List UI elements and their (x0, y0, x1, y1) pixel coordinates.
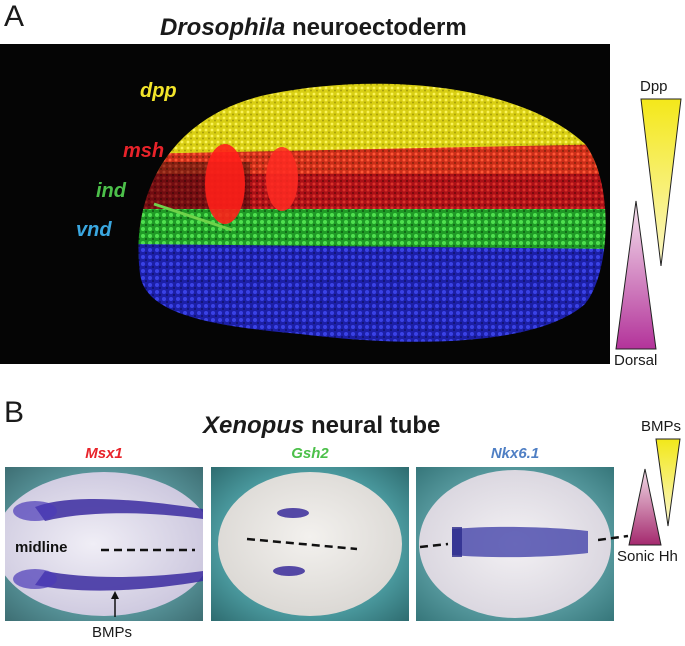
bmps-gradient-triangle (655, 438, 681, 527)
bmps-bottom-label: BMPs (92, 624, 133, 641)
ind-pointer-line (153, 202, 233, 232)
panel-b-title: Xenopus neural tube (203, 412, 440, 440)
dpp-gradient-label: Dpp (640, 78, 668, 95)
gene-label-msh: msh (123, 140, 165, 162)
embryo-gene-label-nkx61: Nkx6.1 (490, 445, 540, 462)
panel-b-letter: B (4, 396, 25, 429)
panel-a-letter: A (4, 0, 25, 33)
panel-a-title-italic: Drosophila (160, 14, 286, 41)
gsh2-stain-top (277, 508, 309, 518)
msh-second-patch (266, 147, 298, 211)
dpp-gradient-triangle (640, 98, 682, 267)
panel-b-title-rest: neural tube (311, 412, 441, 439)
gsh2-midline-dash (246, 537, 358, 551)
embryo-image-msx1 (5, 467, 203, 621)
panel-a-title-rest: neuroectoderm (292, 14, 467, 41)
midline-label: midline (15, 539, 68, 556)
embryo-image-nkx61 (416, 467, 614, 621)
msx1-dorsal-stain-top (35, 498, 203, 521)
embryo-image-gsh2 (211, 467, 409, 621)
embryo-gene-label-gsh2: Gsh2 (291, 445, 329, 462)
embryo-gene-label-msx1: Msx1 (85, 445, 123, 462)
msx1-dorsal-stain-bottom (35, 571, 203, 591)
gsh2-stain-bottom (273, 566, 305, 576)
gene-label-vnd: vnd (76, 219, 112, 241)
nkx61-midline-dash-left (419, 542, 449, 549)
panel-a-title: Drosophila neuroectoderm (160, 14, 467, 42)
msh-domain (138, 144, 606, 229)
dorsal-gradient-label: Dorsal (614, 352, 658, 369)
sonic-hh-gradient-triangle (628, 468, 662, 546)
panel-b-title-italic: Xenopus (203, 412, 305, 439)
sonic-hh-gradient-label: Sonic Hh (617, 548, 678, 565)
nkx61-ventral-stain (452, 526, 588, 558)
msh-anterior-patch (205, 144, 245, 224)
gene-label-dpp: dpp (140, 80, 177, 102)
drosophila-embryo-image (0, 44, 610, 364)
gene-label-ind: ind (96, 180, 126, 202)
bmps-gradient-label: BMPs (641, 418, 682, 435)
nkx61-midline-dash-right (598, 534, 629, 542)
dorsal-gradient-triangle (615, 200, 657, 350)
